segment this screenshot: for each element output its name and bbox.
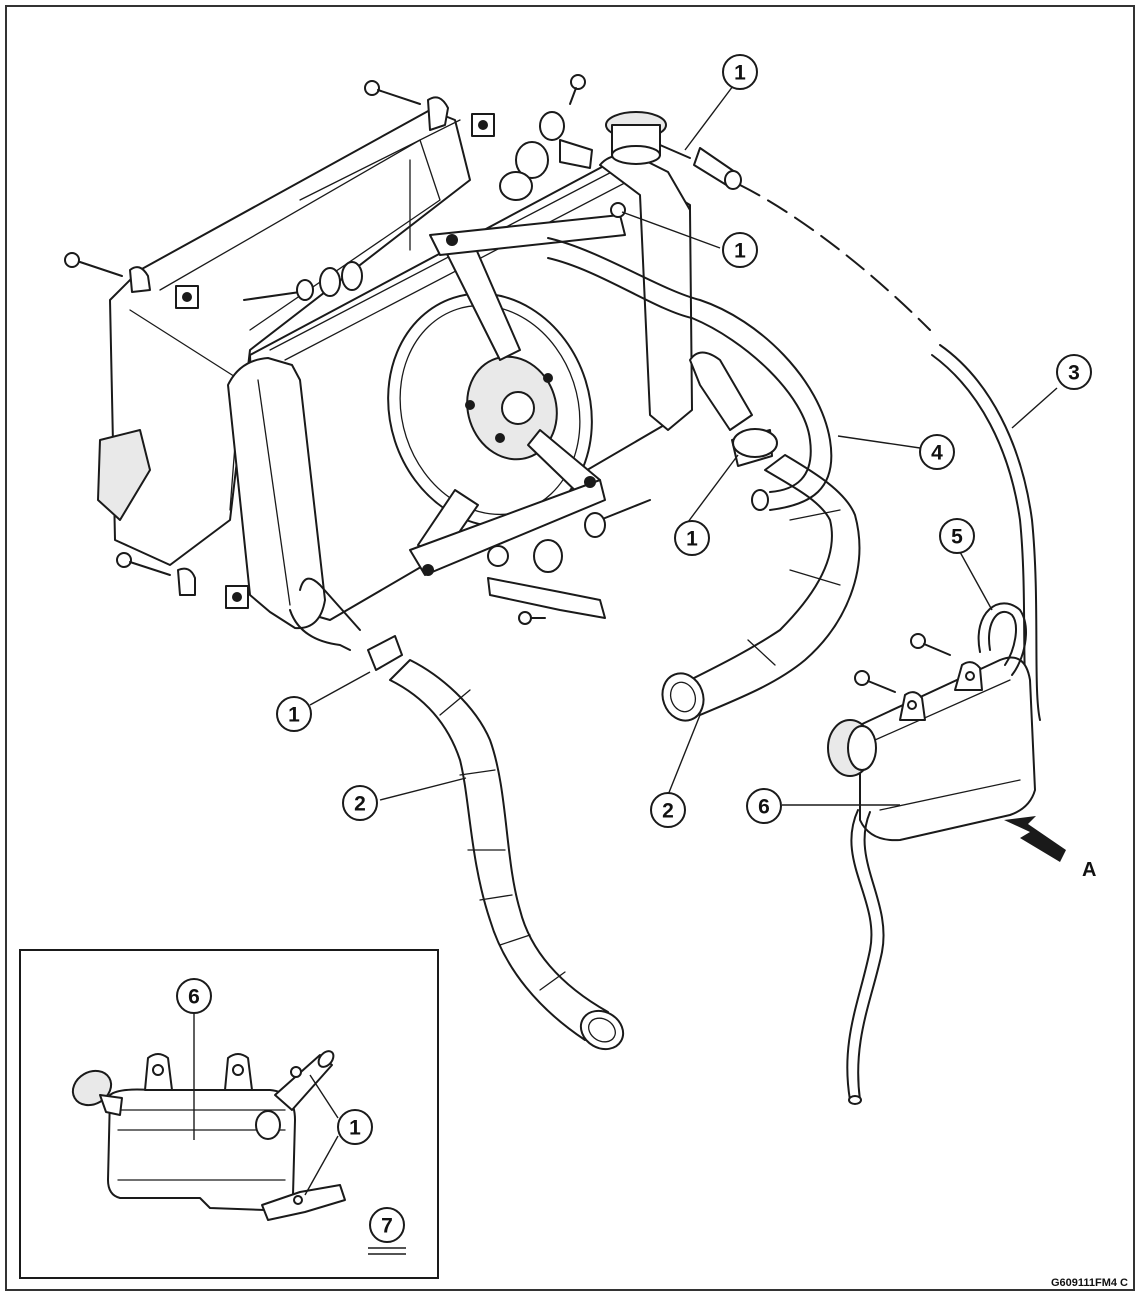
- svg-text:5: 5: [951, 526, 963, 549]
- svg-text:6: 6: [758, 796, 770, 819]
- callout-3: 3: [1056, 354, 1092, 390]
- svg-text:6: 6: [188, 986, 200, 1009]
- svg-text:1: 1: [734, 62, 746, 85]
- callout-6: 6: [746, 788, 782, 824]
- callout-2: 2: [650, 792, 686, 828]
- lower-bracket: [487, 577, 606, 619]
- svg-text:3: 3: [1068, 362, 1080, 385]
- bypass-hose: [547, 237, 833, 511]
- radiator-shroud: [109, 109, 471, 566]
- svg-text:1: 1: [288, 704, 300, 727]
- water-hose-lower-left: [289, 577, 625, 1051]
- svg-text:1: 1: [734, 240, 746, 263]
- svg-text:7: 7: [381, 1215, 393, 1238]
- reservoir-tank: [827, 602, 1036, 1105]
- figure-border: [5, 5, 1135, 1291]
- callout-5: 5: [939, 518, 975, 554]
- svg-text:2: 2: [662, 800, 674, 823]
- svg-text:4: 4: [931, 442, 943, 465]
- svg-text:2: 2: [354, 793, 366, 816]
- svg-text:1: 1: [349, 1117, 361, 1140]
- callout-7: 7: [369, 1207, 405, 1243]
- callout-2: 2: [342, 785, 378, 821]
- view-arrow: [1004, 816, 1066, 862]
- radiator-assembly: [97, 96, 693, 630]
- callout-4: 4: [919, 434, 955, 470]
- water-hose-right: [661, 351, 861, 722]
- bolt: [364, 80, 380, 96]
- view-label-a: A: [1082, 859, 1096, 881]
- svg-text:1: 1: [686, 528, 698, 551]
- radiator-left-tank: [227, 357, 326, 630]
- hose-clamp: [367, 635, 403, 671]
- inset-reservoir-view: [71, 1050, 346, 1221]
- callout-1: 1: [674, 520, 710, 556]
- shroud-vent: [97, 429, 151, 521]
- callout-6: 6: [176, 978, 212, 1014]
- callout-1: 1: [337, 1109, 373, 1145]
- callout-1: 1: [276, 696, 312, 732]
- fasteners: [64, 74, 651, 625]
- callout-1: 1: [722, 54, 758, 90]
- callout-1: 1: [722, 232, 758, 268]
- figure-code: G609111FM4 C: [1051, 1277, 1128, 1289]
